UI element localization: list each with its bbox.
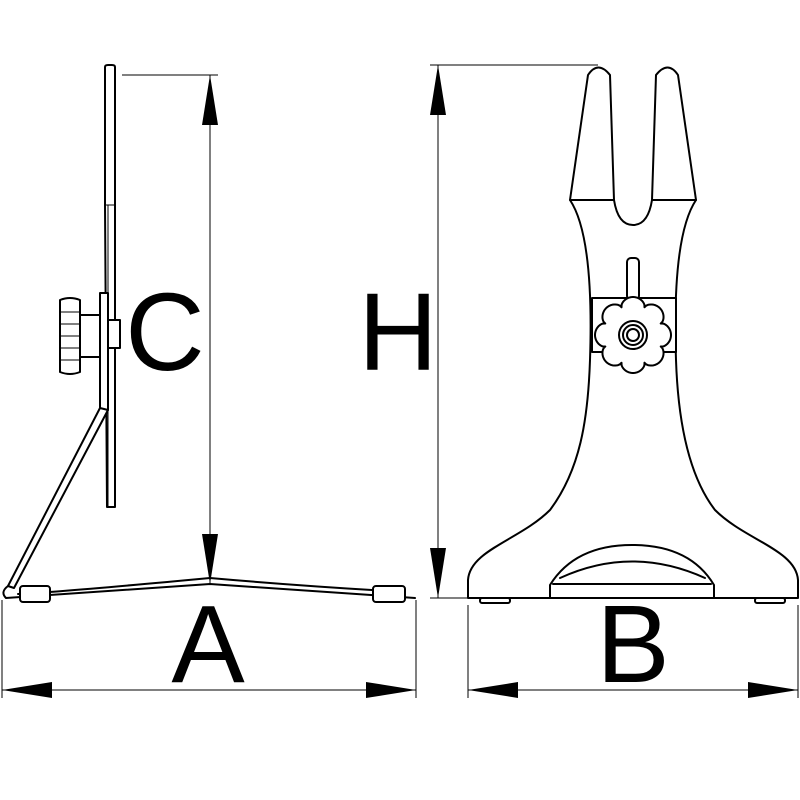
dimension-b: B [467, 583, 799, 706]
side-leg [7, 407, 109, 589]
label-c: C [125, 271, 204, 394]
side-plate [104, 64, 116, 508]
front-prong-right [651, 66, 697, 201]
side-foot-right [372, 585, 406, 603]
front-body [467, 199, 799, 599]
side-bracket [99, 292, 109, 411]
dimension-a: A [1, 583, 417, 706]
side-view [2, 64, 416, 603]
dimension-c: C [122, 74, 218, 584]
dimension-h: H [358, 64, 598, 599]
front-pin [626, 257, 640, 301]
star-knob-ring [626, 328, 640, 342]
label-h: H [358, 271, 437, 394]
star-knob-ring [622, 324, 644, 346]
side-foot-left [19, 585, 51, 603]
side-base-wire [2, 583, 416, 599]
front-foot-left [479, 597, 511, 604]
label-b: B [596, 583, 669, 706]
label-a: A [171, 583, 245, 706]
front-prong-left [569, 66, 615, 201]
front-star-knob [594, 296, 672, 374]
front-foot-right [754, 597, 786, 604]
front-view [467, 66, 799, 604]
